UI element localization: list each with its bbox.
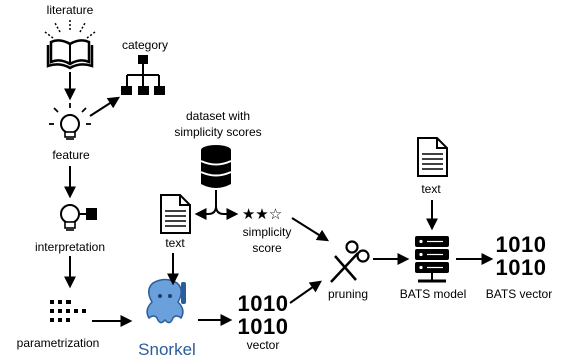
bats-vector-binary-line2: 1010 — [496, 255, 547, 280]
feature-label: feature — [52, 148, 90, 162]
arrow-vector-pruning — [289, 280, 322, 304]
vector-binary-line2: 1010 — [238, 314, 289, 339]
category-label: category — [122, 38, 168, 52]
parametrization-label: parametrization — [17, 336, 100, 350]
text-label-left: text — [165, 236, 185, 250]
lightbulb-tag-icon — [60, 204, 97, 231]
arrow-dataset-score — [215, 205, 239, 220]
document-icon — [160, 194, 191, 234]
document-icon-right — [417, 137, 448, 177]
hierarchy-icon — [121, 55, 165, 95]
dataset-label-line2: simplicity scores — [174, 125, 261, 139]
vector-label: vector — [247, 338, 280, 352]
simplicity-label-line2: score — [252, 241, 282, 255]
literature-label: literature — [47, 3, 94, 17]
bats-model-label: BATS model — [400, 287, 466, 301]
connector-arrows — [64, 72, 494, 327]
star-rating: ★★☆ — [242, 205, 282, 223]
arrow-dataset-text — [194, 190, 217, 220]
snorkel-octopus-icon — [146, 278, 186, 324]
lightbulb-icon — [49, 103, 91, 140]
arrow-score-pruning — [291, 217, 330, 242]
server-icon — [415, 236, 449, 283]
vector-binary-line1: 1010 — [238, 291, 289, 316]
pruning-label: pruning — [328, 287, 368, 301]
arrow-feature-category — [89, 96, 121, 117]
snorkel-logo-text: Snorkel — [138, 340, 196, 359]
interpretation-label: interpretation — [35, 240, 105, 254]
book-icon — [44, 20, 96, 70]
simplicity-label-line1: simplicity — [243, 225, 292, 239]
bats-vector-binary-line1: 1010 — [496, 232, 547, 257]
scissors-icon — [330, 240, 370, 283]
database-icon — [200, 145, 232, 188]
text-label-right: text — [421, 182, 441, 196]
dataset-label-line1: dataset with — [186, 109, 250, 123]
bats-vector-label: BATS vector — [486, 287, 552, 301]
parameters-icon — [50, 300, 86, 322]
